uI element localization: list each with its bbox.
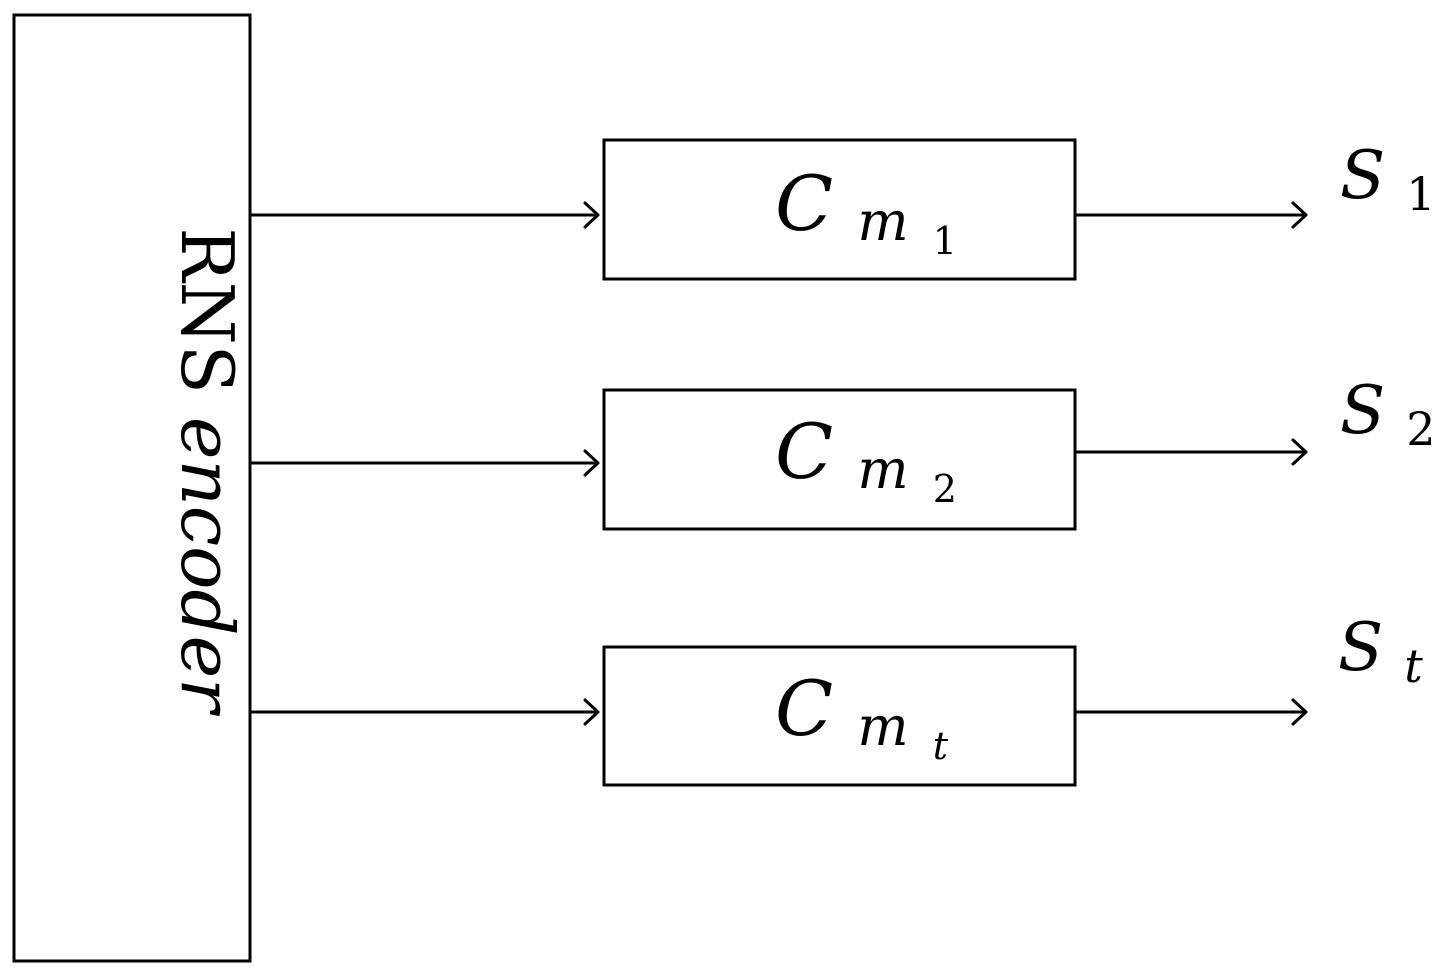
code-label-1: C m 1	[775, 159, 957, 263]
svg-text:RNS encoder: RNS encoder	[165, 227, 249, 716]
code-base-2: m	[857, 438, 908, 501]
output-index-t: t	[1404, 639, 1423, 693]
output-label-t: S t	[1338, 609, 1423, 693]
input-arrowhead-1	[583, 201, 600, 229]
code-label-t: C m t	[775, 664, 949, 768]
encoder-label-main: RNS	[165, 227, 249, 394]
code-letter-t: C	[775, 664, 833, 753]
output-index-1: 1	[1406, 167, 1433, 221]
code-index-1: 1	[933, 219, 957, 263]
output-arrowhead-t	[1291, 698, 1308, 726]
output-base-1: S	[1340, 137, 1385, 214]
code-index-2: 2	[933, 467, 957, 511]
output-label-2: S 2	[1340, 372, 1433, 456]
input-arrowhead-t	[583, 698, 600, 726]
code-letter-2: C	[775, 407, 833, 496]
output-arrowhead-1	[1291, 201, 1308, 229]
code-base-t: m	[857, 695, 908, 758]
input-arrowhead-2	[583, 449, 600, 477]
output-arrowhead-2	[1291, 438, 1308, 466]
code-label-2: C m 2	[775, 407, 957, 511]
encoder-label: RNS encoder	[165, 227, 249, 716]
code-index-t: t	[933, 724, 949, 768]
output-base-t: S	[1338, 609, 1383, 686]
output-base-2: S	[1340, 372, 1385, 449]
code-letter-1: C	[775, 159, 833, 248]
encoder-label-italic: encoder	[165, 417, 249, 716]
output-label-1: S 1	[1340, 137, 1433, 221]
code-box-t	[602, 645, 1077, 787]
code-box-2	[602, 388, 1077, 531]
encoder-box	[12, 13, 252, 963]
code-box-1	[602, 138, 1077, 281]
code-base-1: m	[857, 190, 908, 253]
output-index-2: 2	[1406, 402, 1433, 456]
